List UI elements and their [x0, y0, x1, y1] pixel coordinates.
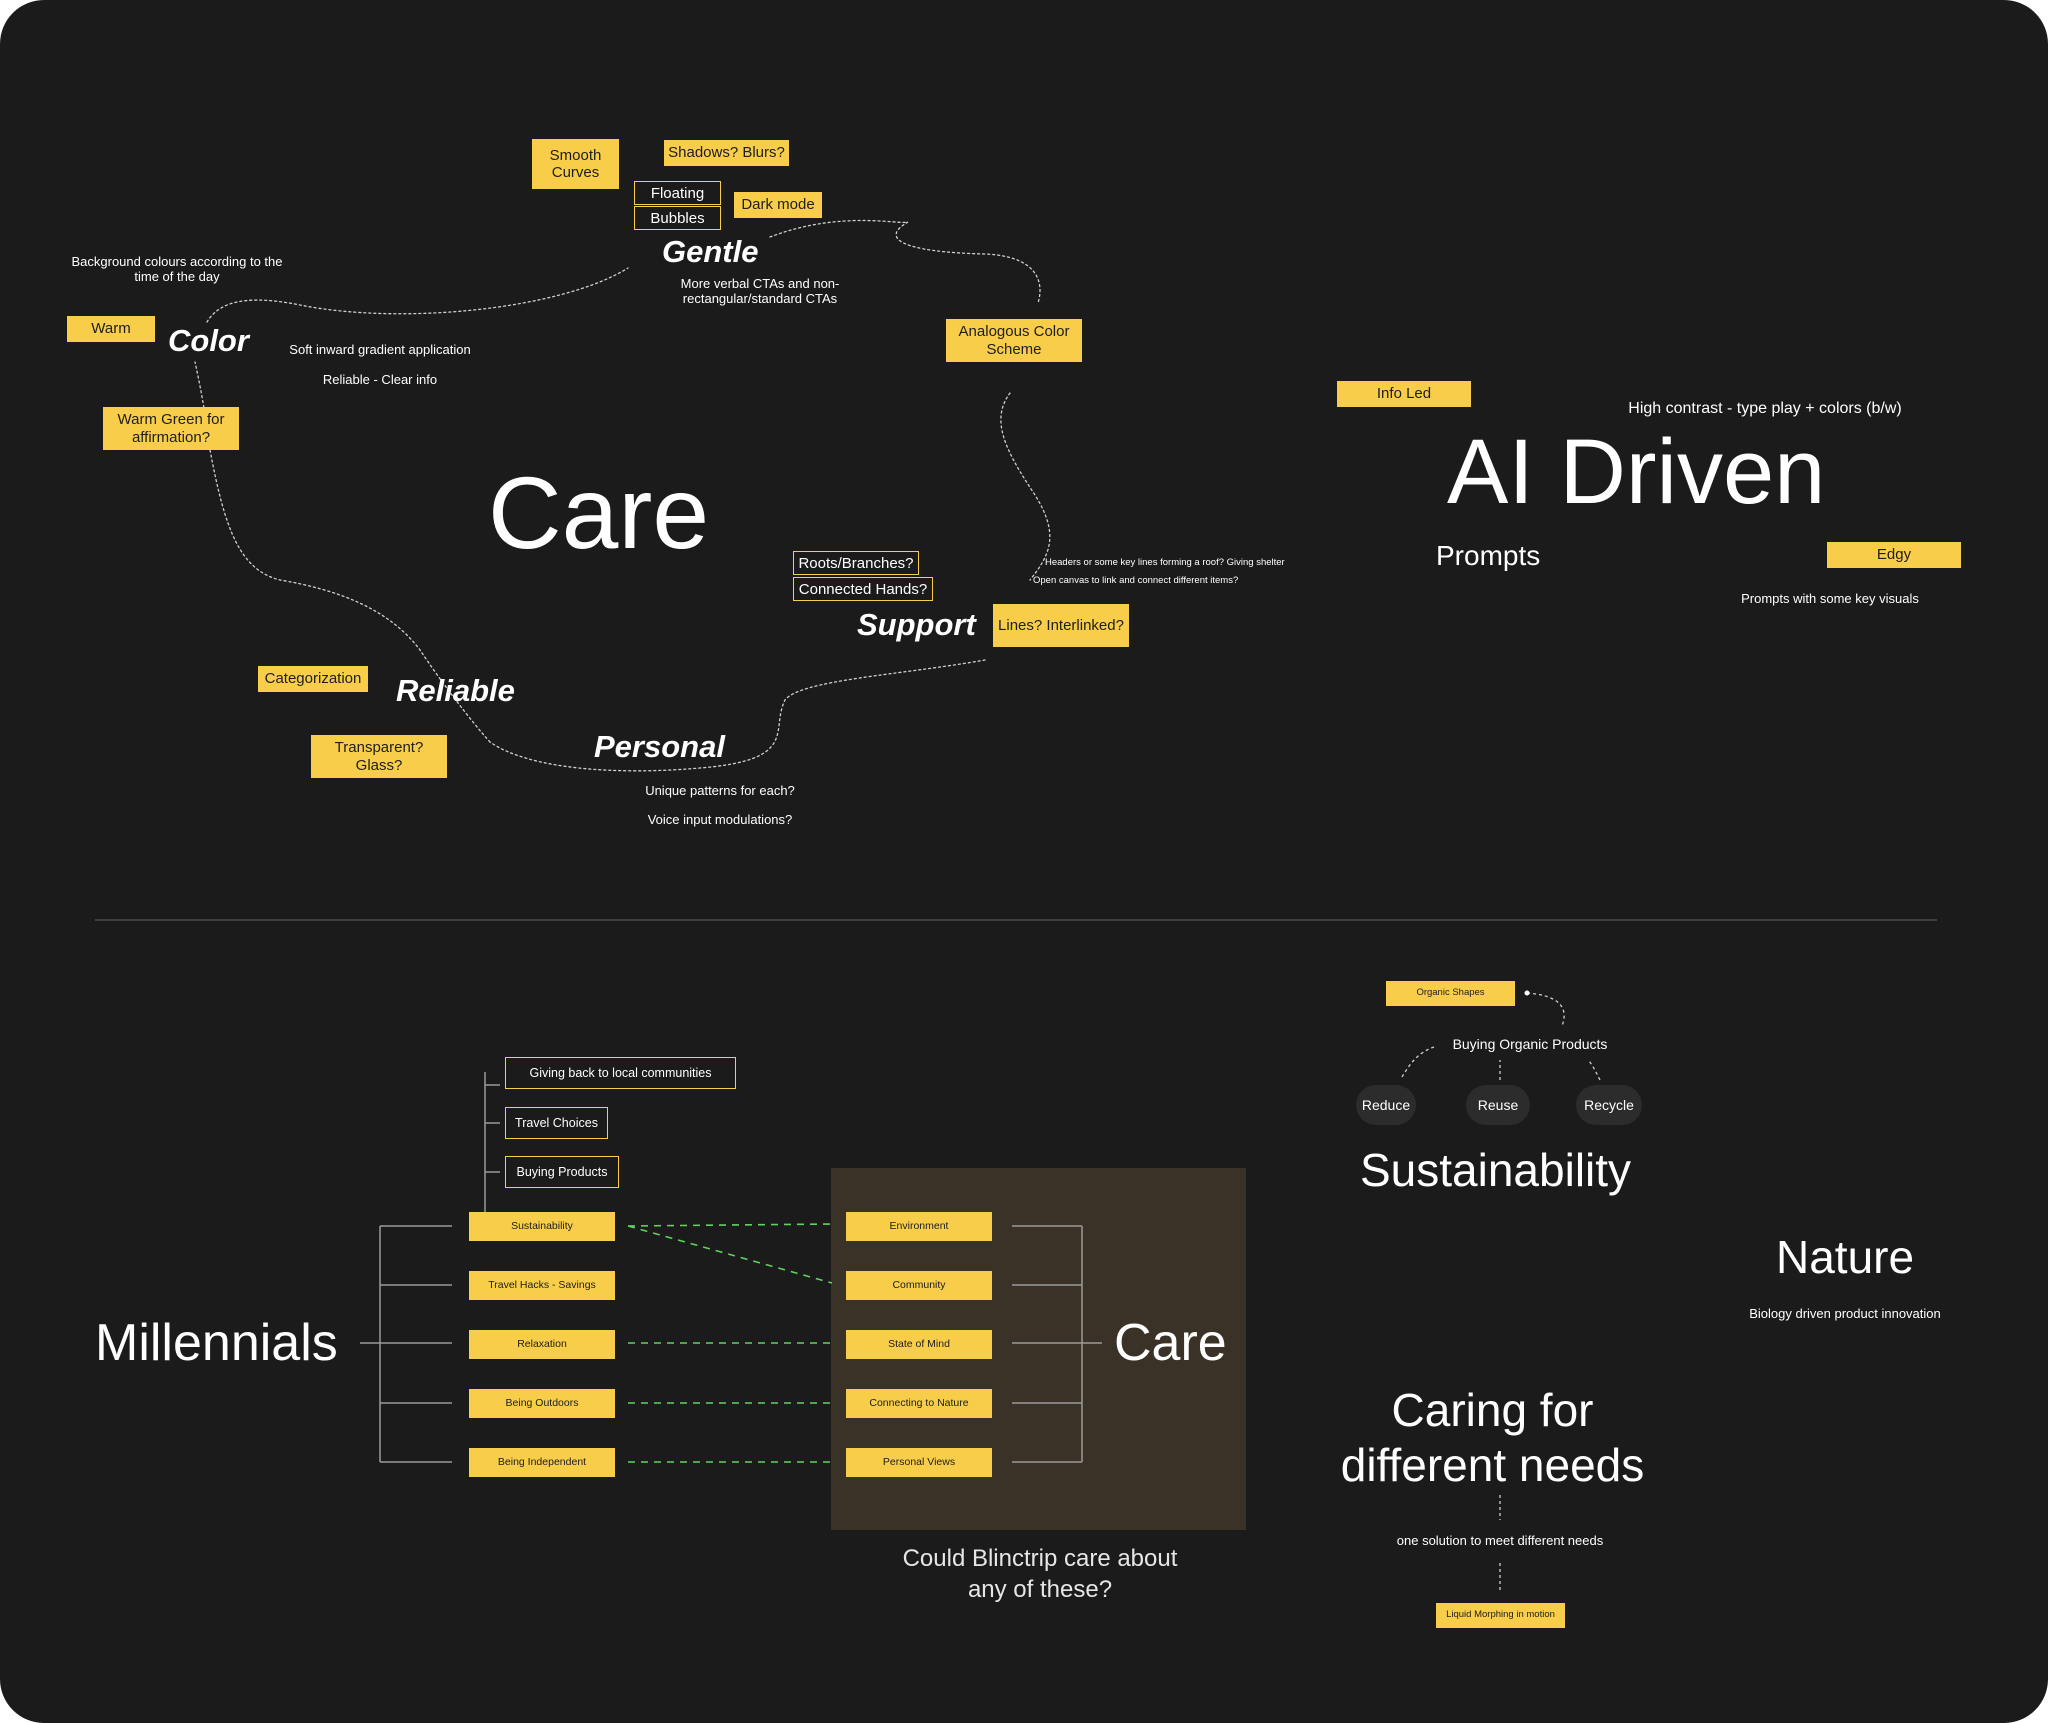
- left-item-being-outdoors[interactable]: Being Outdoors: [469, 1389, 615, 1418]
- outline-roots-branches[interactable]: Roots/Branches?: [793, 551, 919, 575]
- dotted-connector-analogous-support: [1000, 392, 1051, 581]
- ai-driven-title: AI Driven: [1447, 421, 1826, 523]
- caring-title-line2: different needs: [1340, 1439, 1645, 1492]
- dashed-links: [627, 1223, 833, 1463]
- sticky-info-led[interactable]: Info Led: [1337, 381, 1471, 407]
- word-reliable: Reliable: [396, 673, 515, 708]
- sub-item-giving-back[interactable]: Giving back to local communities: [505, 1057, 736, 1089]
- left-item-relaxation[interactable]: Relaxation: [469, 1330, 615, 1359]
- sticky-transparent-glass[interactable]: Transparent? Glass?: [311, 735, 447, 778]
- right-item-personal-views[interactable]: Personal Views: [846, 1448, 992, 1477]
- sticky-liquid-morphing[interactable]: Liquid Morphing in motion: [1436, 1603, 1565, 1628]
- care-title-bottom: Care: [1114, 1314, 1227, 1372]
- nature-subtitle: Biology driven product innovation: [1749, 1306, 1941, 1321]
- sub-item-buying-products[interactable]: Buying Products: [505, 1156, 619, 1188]
- note-reliable-clear: Reliable - Clear info: [322, 372, 438, 387]
- note-high-contrast: High contrast - type play + colors (b/w): [1628, 400, 1902, 417]
- sub-item-travel-choices[interactable]: Travel Choices: [505, 1107, 608, 1139]
- note-voice-input: Voice input modulations?: [647, 812, 793, 827]
- note-soft-gradient: Soft inward gradient application: [289, 342, 471, 357]
- millennials-title: Millennials: [95, 1314, 338, 1372]
- outline-floating[interactable]: Floating: [634, 181, 721, 205]
- dotted-connector-gentle-analogous: [769, 219, 1041, 304]
- sticky-smooth-curves[interactable]: Smooth Curves: [532, 139, 619, 189]
- sticky-analogous-color[interactable]: Analogous Color Scheme: [946, 319, 1082, 362]
- word-personal: Personal: [594, 729, 725, 764]
- dotted-connector-support-personal: [489, 659, 986, 772]
- sticky-edgy[interactable]: Edgy: [1827, 542, 1961, 568]
- right-item-environment[interactable]: Environment: [846, 1212, 992, 1241]
- outline-connected-hands[interactable]: Connected Hands?: [793, 577, 933, 601]
- note-verbal-ctas: More verbal CTAs and non-rectangular/sta…: [680, 276, 840, 307]
- note-buying-organic: Buying Organic Products: [1452, 1036, 1608, 1052]
- prompts-label: Prompts: [1436, 540, 1541, 571]
- blinctrip-question: Could Blinctrip care about any of these?: [902, 1545, 1178, 1604]
- outline-bubbles[interactable]: Bubbles: [634, 206, 721, 230]
- caring-subtitle: one solution to meet different needs: [1396, 1533, 1604, 1548]
- note-headers-roof: Headers or some key lines forming a roof…: [1045, 557, 1285, 568]
- care-title-top: Care: [488, 456, 710, 570]
- word-color: Color: [168, 323, 249, 358]
- caring-title-line1: Caring for: [1391, 1384, 1594, 1436]
- pill-reduce[interactable]: Reduce: [1356, 1085, 1416, 1125]
- caring-title: Caring for different needs: [1330, 1383, 1655, 1493]
- sticky-lines-interlinked[interactable]: Lines? Interlinked?: [993, 604, 1129, 647]
- sticky-warm-green[interactable]: Warm Green for affirmation?: [103, 407, 239, 450]
- sticky-shadows-blurs[interactable]: Shadows? Blurs?: [664, 140, 789, 166]
- word-gentle: Gentle: [662, 234, 759, 269]
- sticky-categorization[interactable]: Categorization: [258, 666, 368, 692]
- right-item-connecting-nature[interactable]: Connecting to Nature: [846, 1389, 992, 1418]
- left-item-sustainability[interactable]: Sustainability: [469, 1212, 615, 1241]
- sustainability-title: Sustainability: [1360, 1144, 1632, 1196]
- sticky-dark-mode[interactable]: Dark mode: [734, 192, 822, 218]
- note-background-colours: Background colours according to the time…: [71, 254, 283, 285]
- sticky-organic-shapes[interactable]: Organic Shapes: [1386, 981, 1515, 1006]
- word-support: Support: [857, 607, 976, 642]
- dotted-connector-color-gentle: [206, 267, 629, 323]
- note-unique-patterns: Unique patterns for each?: [645, 783, 795, 798]
- nature-title: Nature: [1776, 1231, 1915, 1283]
- right-item-state-of-mind[interactable]: State of Mind: [846, 1330, 992, 1359]
- left-item-being-independent[interactable]: Being Independent: [469, 1448, 615, 1477]
- note-open-canvas: Open canvas to link and connect differen…: [1033, 575, 1239, 586]
- pill-recycle[interactable]: Recycle: [1576, 1085, 1642, 1125]
- pill-reuse[interactable]: Reuse: [1466, 1085, 1530, 1125]
- note-prompts-visuals: Prompts with some key visuals: [1741, 591, 1919, 606]
- sticky-warm[interactable]: Warm: [67, 316, 155, 342]
- left-item-travel-hacks[interactable]: Travel Hacks - Savings: [469, 1271, 615, 1300]
- right-item-community[interactable]: Community: [846, 1271, 992, 1300]
